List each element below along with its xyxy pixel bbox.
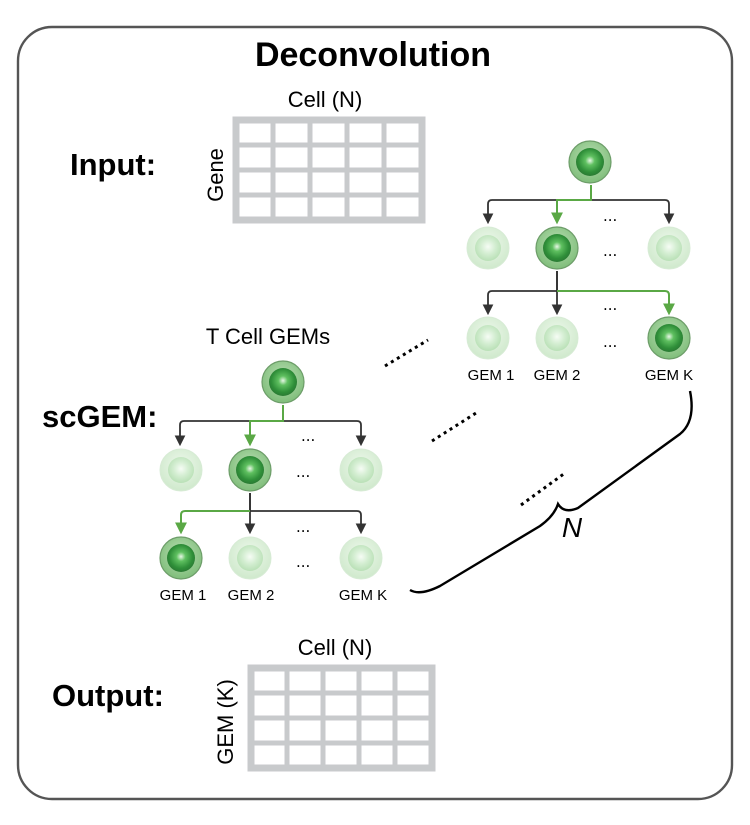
tree-right-leaf-label-1: GEM 1: [468, 367, 515, 384]
tree-left-root-cell: [261, 360, 305, 404]
tree-left: ... ... ... ... GEM 1 GEM 2 GEM K: [159, 360, 387, 604]
tree-left-leaf-cell-1: [159, 536, 203, 580]
tree-left-l1-cell-2: [228, 448, 272, 492]
repeat-dots-3: [520, 471, 566, 507]
tree-title: T Cell GEMs: [206, 324, 330, 349]
repeat-dots-1: [384, 338, 429, 368]
tree-left-branch-2-green: [175, 510, 250, 535]
input-matrix-grid: [232, 116, 426, 224]
tree-right-ellipsis-top: ...: [603, 207, 617, 225]
tree-right-l1-cell-1: [466, 226, 510, 270]
tree-right-branch-2-green: [557, 290, 675, 316]
diagram-title: Deconvolution: [255, 36, 491, 74]
output-column-header: Cell (N): [298, 635, 373, 660]
tree-left-leaf-label-2: GEM 2: [228, 587, 275, 604]
tree-left-ellipsis-mid: ...: [296, 463, 310, 481]
output-label: Output:: [52, 678, 164, 713]
tree-right-leaf-cell-1: [466, 316, 510, 360]
tree-right-leaf-label-2: GEM 2: [534, 367, 581, 384]
tree-left-leaf-cell-k: [339, 536, 383, 580]
tree-right-leaf-cell-2: [535, 316, 579, 360]
repeat-brace: [409, 390, 693, 594]
scgem-label: scGEM:: [42, 399, 157, 434]
tree-right-branch-1-green: [551, 185, 592, 225]
input-row-header: Gene: [203, 148, 228, 202]
tree-left-branch-2-black: [249, 493, 367, 535]
tree-left-ellipsis-leaves: ...: [296, 553, 310, 571]
tree-left-leaf-label-k: GEM K: [339, 587, 387, 604]
tree-right-ellipsis-l2: ...: [603, 296, 617, 314]
repeat-count-label: N: [562, 512, 583, 543]
tree-right-branch-1-black: [482, 185, 592, 225]
repeat-dots: [384, 338, 566, 507]
tree-right-ellipsis-mid: ...: [603, 242, 617, 260]
output-row-header: GEM (K): [213, 679, 238, 765]
input-label: Input:: [70, 147, 156, 182]
tree-right-root-cell: [568, 140, 612, 184]
tree-right-leaf-cell-k: [647, 316, 691, 360]
tree-right-branch-2-black: [482, 271, 558, 316]
tree-left-l1-cell-k: [339, 448, 383, 492]
tree-right-leaf-label-k: GEM K: [645, 367, 693, 384]
tree-left-l1-cell-1: [159, 448, 203, 492]
tree-right-ellipsis-leaves: ...: [603, 333, 617, 351]
input-column-header: Cell (N): [288, 87, 363, 112]
tree-left-branch-1-black: [174, 405, 284, 447]
tree-left-ellipsis-l2: ...: [296, 518, 310, 536]
tree-right-branch-1-black-right: [591, 199, 675, 225]
output-matrix-grid: [247, 664, 436, 772]
tree-left-branch-1-green: [244, 405, 284, 447]
tree-left-ellipsis-top: ...: [301, 427, 315, 445]
tree-left-leaf-cell-2: [228, 536, 272, 580]
tree-right: ... ... ... ... GEM 1 GEM 2 GEM K: [466, 140, 693, 384]
tree-left-branch-1-black-right: [283, 420, 367, 447]
tree-left-leaf-label-1: GEM 1: [160, 587, 207, 604]
tree-right-l1-cell-2: [535, 226, 579, 270]
repeat-dots-2: [431, 411, 477, 443]
tree-right-l1-cell-k: [647, 226, 691, 270]
